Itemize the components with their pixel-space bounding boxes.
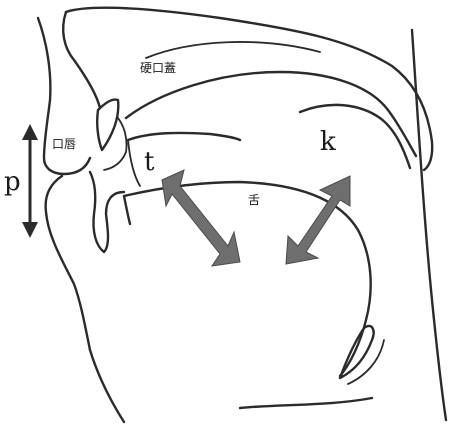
lower-back-outline xyxy=(240,398,372,408)
lips-label: 口唇 xyxy=(52,137,76,151)
tongue-label: 舌 xyxy=(248,193,260,207)
upper-face-outline xyxy=(63,12,100,108)
t-label: t xyxy=(144,147,155,177)
upper-teeth xyxy=(97,100,118,150)
p-arrow xyxy=(22,124,38,238)
upper-palate-fold xyxy=(146,42,320,58)
velum-outline xyxy=(300,105,410,168)
pharynx-wall xyxy=(412,30,446,420)
lower-lip-inner xyxy=(90,172,124,252)
alveolar-ridge xyxy=(128,133,240,140)
chin-outline xyxy=(90,350,124,422)
k-label: k xyxy=(320,127,336,157)
tongue-outline xyxy=(124,182,371,376)
tongue-front xyxy=(124,196,130,224)
nasal-cavity-outline xyxy=(66,8,432,170)
alveolar-front xyxy=(128,140,140,186)
lower-lip-outline xyxy=(46,176,90,350)
p-label: p xyxy=(4,167,21,197)
hard-palate-label: 硬口蓋 xyxy=(140,61,176,75)
